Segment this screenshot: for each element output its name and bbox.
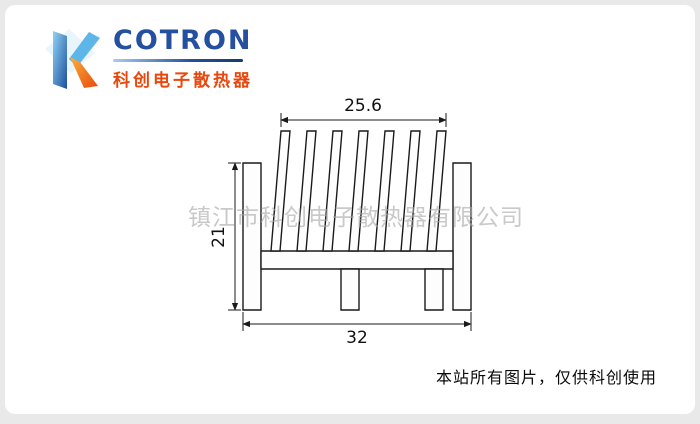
logo-k-stem — [53, 31, 67, 89]
heatsink-cross-section-drawing: 25.6 21 32 — [209, 96, 472, 348]
fin — [296, 130, 317, 252]
dimension-bottom-width: 32 — [346, 328, 368, 348]
fin — [322, 130, 343, 252]
bottom-leg — [340, 268, 360, 311]
logo-k-lower-arm — [70, 57, 98, 88]
usage-notice: 本站所有图片，仅供科创使用 — [435, 368, 657, 387]
logo: COTRON 科创电子散热器 — [35, 25, 253, 91]
logo-wordmark: COTRON — [113, 25, 253, 57]
cotron-logo-icon — [45, 29, 100, 89]
logo-underline — [113, 58, 243, 62]
logo-k-upper-arm — [69, 32, 100, 67]
logo-subtitle: 科创电子散热器 — [113, 70, 253, 91]
dimension-labels: 25.6 21 32 — [209, 96, 382, 348]
bottom-leg — [424, 268, 444, 311]
content-card: COTRON 科创电子散热器 — [5, 5, 695, 414]
dimension-top-width: 25.6 — [344, 96, 382, 116]
left-wall — [242, 162, 262, 311]
logo-text-block: COTRON 科创电子散热器 — [113, 25, 253, 91]
right-wall — [452, 162, 472, 311]
fin — [426, 130, 447, 252]
watermark: 镇江市科创电子散热器有限公司 — [188, 205, 524, 231]
fin — [270, 130, 291, 252]
heatsink-profile — [242, 130, 472, 311]
dimension-lines — [228, 113, 472, 331]
fin — [400, 130, 421, 252]
fin — [348, 130, 369, 252]
base-web — [260, 250, 454, 270]
fin — [374, 130, 395, 252]
dimension-left-height: 21 — [209, 226, 229, 248]
